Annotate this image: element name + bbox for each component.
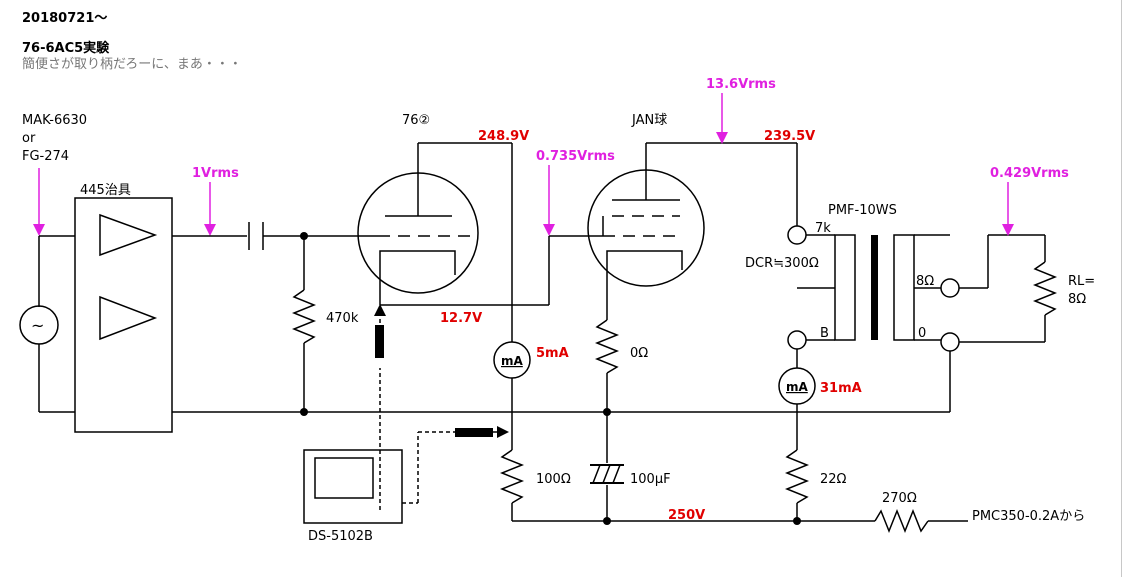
resistor-22ohm (784, 449, 810, 504)
resistor-470k (291, 289, 317, 344)
r-22-label: 22Ω (820, 472, 847, 487)
source-label-3: FG-274 (22, 149, 69, 164)
tap-b-label: B (820, 326, 829, 341)
ma-meter-1: mA (493, 341, 531, 379)
source-label-1: MAK-6630 (22, 113, 87, 128)
tube-2-label: JAN球 (631, 113, 667, 128)
ma-meter-1-value: 5mA (536, 346, 569, 361)
signal-out: 0.429Vrms (990, 166, 1069, 181)
oscilloscope: DS-5102B (303, 449, 403, 544)
tap-0-label: 0 (918, 326, 926, 341)
terminal-b (787, 330, 807, 350)
jig-label: 445治具 (80, 183, 131, 198)
supply-label: PMC350-0.2Aから (972, 509, 1085, 524)
source-label-2: or (22, 131, 36, 146)
r-cathode2-label: 0Ω (630, 346, 648, 361)
tap-8-label: 8Ω (916, 274, 934, 289)
tap-7k-label: 7k (815, 221, 831, 236)
dcr-label: DCR≒300Ω (745, 256, 819, 271)
probe-2 (455, 428, 493, 437)
jig-445: 445治具 (74, 183, 173, 433)
transformer-name: PMF-10WS (828, 203, 897, 218)
probe-1 (375, 325, 384, 358)
r-270-label: 270Ω (882, 491, 917, 506)
r-grid-label: 470k (326, 311, 359, 326)
v1-cathode: 12.7V (440, 311, 482, 326)
ma-meter-2-value: 31mA (820, 381, 862, 396)
ma-meter-2-unit: mA (786, 380, 809, 394)
signal-plate2: 13.6Vrms (706, 77, 776, 92)
signal-in: 1Vrms (192, 166, 239, 181)
load-label-2: 8Ω (1068, 292, 1086, 307)
header-comment: 簡便さが取り柄だろーに、まあ・・・ (22, 57, 242, 72)
v1-plate: 248.9V (478, 129, 529, 144)
amp-triangle-1-icon (99, 213, 158, 257)
amp-triangle-2-icon (99, 295, 158, 341)
v-supply: 250V (668, 508, 705, 523)
header-date: 20180721～ (22, 11, 107, 26)
terminal-7k (787, 225, 807, 245)
resistor-load (1032, 261, 1058, 316)
ma-meter-1-unit: mA (501, 354, 524, 368)
tube-1-label: 76② (402, 113, 430, 128)
tube-1: 76② (357, 113, 479, 305)
signal-mid: 0.735Vrms (536, 149, 615, 164)
r-plate1-label: 100Ω (536, 472, 571, 487)
load-label-1: RL= (1068, 274, 1095, 289)
resistor-0ohm (594, 319, 620, 374)
capacitor-100uf (590, 464, 624, 484)
resistor-270ohm (874, 508, 929, 534)
ma-meter-2: mA (778, 367, 816, 405)
cap-label: 100μF (630, 472, 671, 487)
header-title: 76-6AC5実験 (22, 40, 110, 56)
output-transformer: 7k PMF-10WS DCR≒300Ω B 8Ω 0 (745, 203, 960, 352)
terminal-8ohm (940, 278, 960, 298)
terminal-0 (940, 332, 960, 352)
resistor-100ohm (499, 449, 525, 504)
scope-label: DS-5102B (308, 529, 373, 544)
ac-source: ~ (19, 235, 75, 413)
tube-2: JAN球 (587, 113, 705, 320)
v2-plate: 239.5V (764, 129, 815, 144)
svg-text:~: ~ (31, 316, 44, 335)
